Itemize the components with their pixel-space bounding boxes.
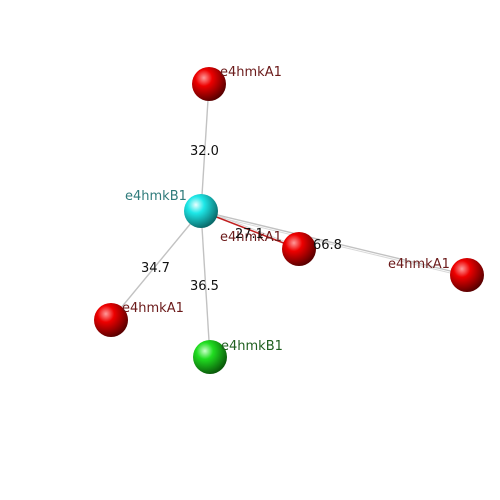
bond-center-bottom [200,210,211,358]
atom-center [184,194,218,228]
bond-label-center-mid: 27.1 [235,227,264,242]
atom-label-top: e4hmkA1 [220,65,282,80]
bond-label-center-right: 66.8 [313,238,342,253]
atom-label-bottom: e4hmkB1 [221,339,283,354]
bond-center-right [200,210,468,276]
bond-labels-layer: 32.0 27.1 66.8 34.7 36.5 [141,144,342,294]
atom-top [192,67,226,101]
atom-right [450,258,484,292]
atom-mid [282,232,316,266]
bond-center-right-shadow [200,212,468,278]
bond-label-center-top: 32.0 [190,144,219,159]
atom-lowleft [94,303,128,337]
bond-label-center-lowleft: 34.7 [141,261,170,276]
atom-label-right: e4hmkA1 [388,257,450,272]
atom-label-mid: e4hmkA1 [220,230,282,245]
atom-labels-layer: e4hmkA1 e4hmkB1 e4hmkA1 e4hmkA1 e4hmkA1 … [122,65,450,354]
bond-center-lowleft [110,210,202,321]
bond-center-top [200,83,210,212]
atom-label-lowleft: e4hmkA1 [122,301,184,316]
atoms-layer [94,67,484,374]
atom-label-center: e4hmkB1 [125,189,187,204]
bonds-layer [110,83,468,358]
atom-bottom [193,340,227,374]
bond-center-mid [200,210,300,250]
bond-label-center-bottom: 36.5 [190,279,219,294]
